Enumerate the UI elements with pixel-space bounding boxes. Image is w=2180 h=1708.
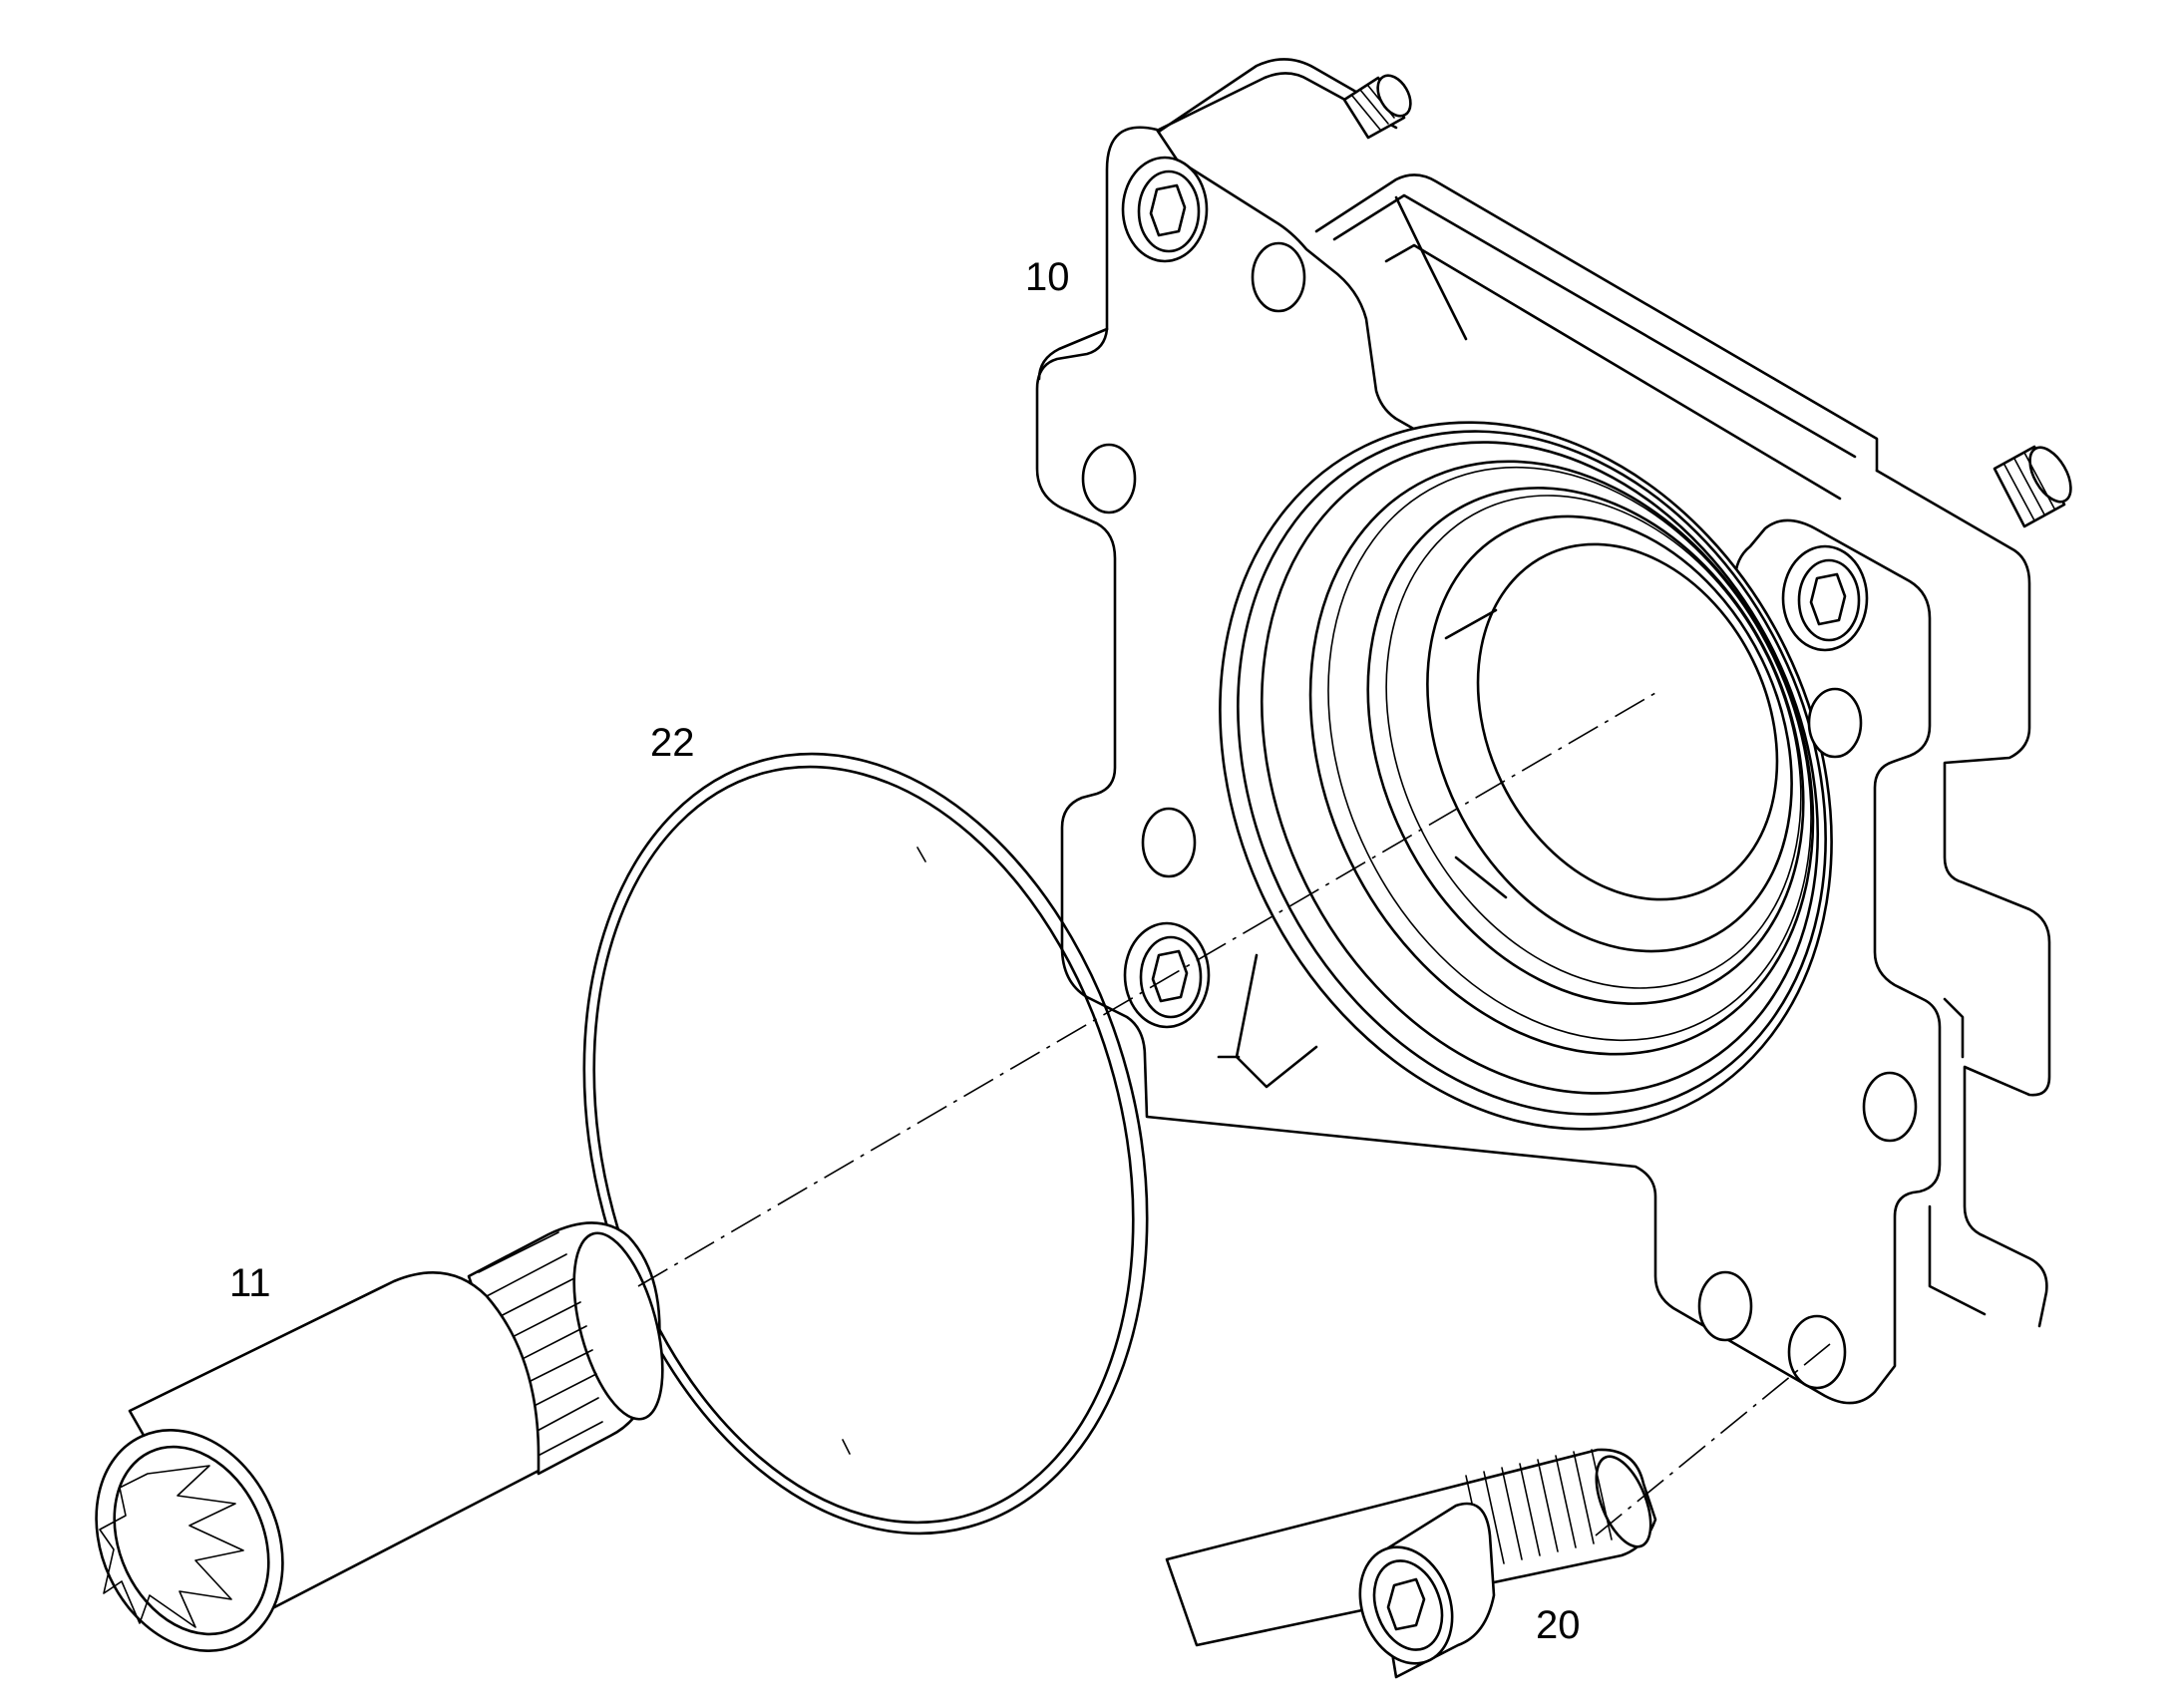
threaded-studs [1342,74,2072,528]
flange-top-edge [1145,58,1403,142]
mounting-holes [1081,241,1918,1390]
flange-housing-part-10 [1035,58,2072,1405]
coupling-part-11 [95,1221,664,1652]
callout-20: 20 [1536,1603,1581,1647]
callout-11: 11 [229,1261,271,1305]
callout-22: 22 [650,721,695,765]
o-ring-part-22 [582,752,1149,1536]
callout-10: 10 [1025,255,1070,299]
flange-bore [1219,421,1833,1131]
cap-screw-part-20 [1165,1448,1657,1679]
cap-screw-heads [1121,156,1869,1029]
rear-boss [1314,173,1879,473]
assembly-axes [637,692,1831,1537]
